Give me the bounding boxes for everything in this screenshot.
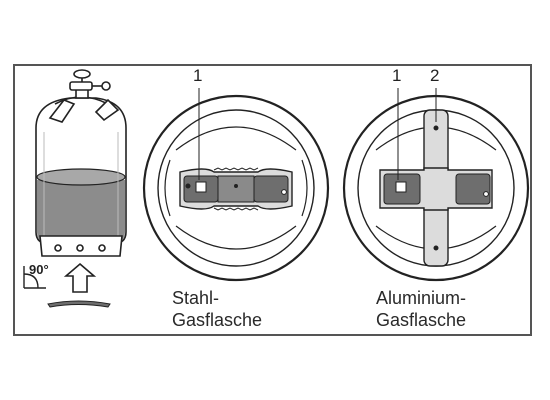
callout-1-steel: 1 [193,66,203,85]
callout-2-aluminium: 2 [430,66,440,85]
angle-label: 90° [29,262,49,277]
aluminium-caption-line2: Gasflasche [376,310,467,330]
aluminium-bottle-top-view [342,88,530,282]
steel-caption-line2: Gasflasche [172,310,263,330]
mounting-plate-icon [47,300,111,308]
angle-icon [23,266,46,289]
steel-caption-line1: Stahl- [172,288,220,308]
aluminium-caption: Aluminium- Gasflasche [376,287,466,331]
gas-bottle-illustration [35,69,127,257]
steel-caption: Stahl- Gasflasche [172,287,262,331]
callout-1-aluminium: 1 [392,66,402,85]
steel-bottle-top-view [142,88,330,282]
up-arrow-icon [63,262,97,293]
aluminium-caption-line1: Aluminium- [376,288,467,308]
